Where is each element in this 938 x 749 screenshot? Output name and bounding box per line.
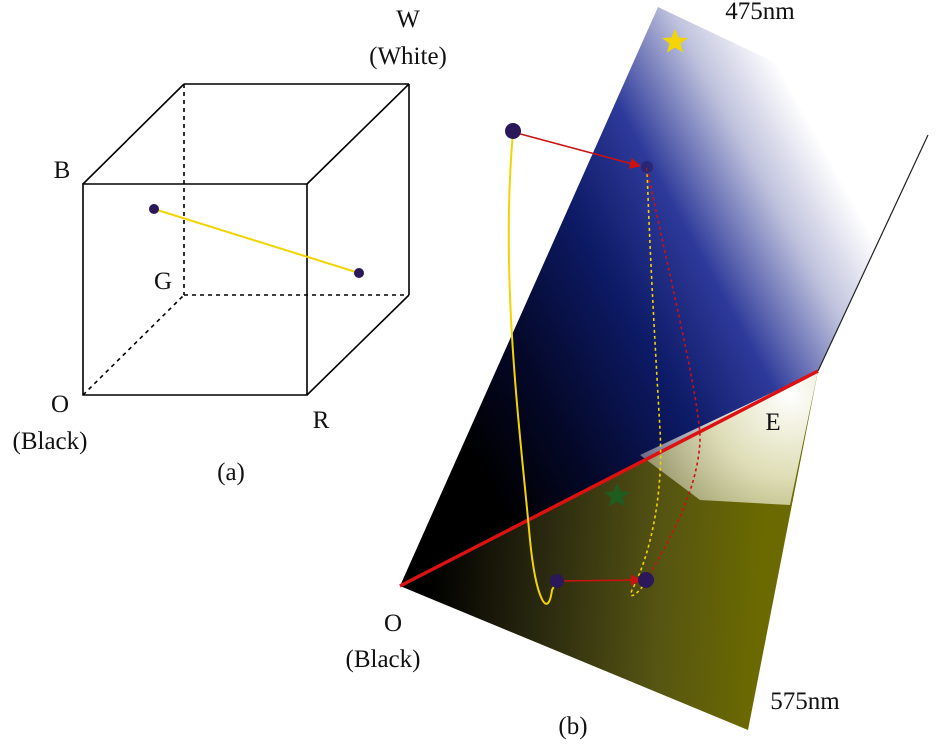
label-o-cube: O <box>51 391 69 418</box>
caption-a: (a) <box>217 459 245 486</box>
star-icon-mid <box>604 483 630 507</box>
star-icon-top <box>662 29 688 53</box>
label-o-cube-sub: (Black) <box>13 428 88 455</box>
blue-hue-plane <box>400 7 928 586</box>
label-w-sub: (White) <box>369 43 447 70</box>
label-575nm: 575nm <box>770 688 840 715</box>
cube-point-start <box>149 204 159 214</box>
cube-front-face <box>82 183 308 396</box>
projection-arrow-top <box>512 131 642 169</box>
label-o-plane: O <box>384 610 402 637</box>
plane-edge <box>817 134 929 372</box>
label-w: W <box>396 6 420 33</box>
caption-b: (b) <box>558 713 587 740</box>
achromatic-axis <box>399 369 819 588</box>
trajectory-curve-dotted <box>630 167 662 597</box>
cube-edge <box>82 83 185 185</box>
projection-arrow-bottom <box>557 574 643 586</box>
label-475nm: 475nm <box>725 0 795 25</box>
panel-a-cube <box>82 83 410 396</box>
point-top-projected <box>641 161 653 173</box>
panel-b-planes <box>400 7 929 730</box>
label-o-plane-sub: (Black) <box>346 646 421 673</box>
cube-color-segment <box>153 208 360 274</box>
white-region <box>640 371 818 505</box>
trajectory-curve-solid <box>507 131 559 605</box>
cube-edge <box>306 83 410 185</box>
cube-point-end <box>354 268 364 278</box>
point-top-start <box>505 123 521 139</box>
point-bottom-start <box>550 574 564 588</box>
point-bottom-projected <box>638 572 654 588</box>
cube-edge <box>306 294 410 396</box>
label-g: G <box>154 268 172 295</box>
label-e: E <box>765 409 780 436</box>
label-r: R <box>313 407 330 434</box>
label-b: B <box>54 157 71 184</box>
cube-hidden-edge <box>82 294 185 396</box>
